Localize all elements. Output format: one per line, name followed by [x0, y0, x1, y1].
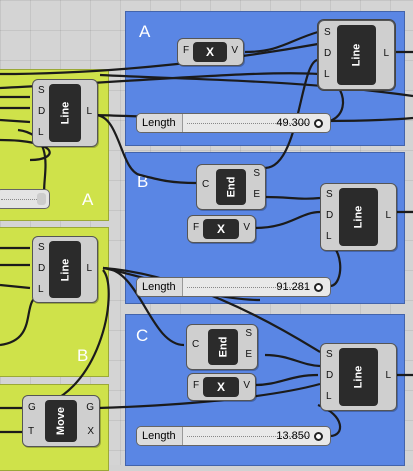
end-output-s[interactable]: S: [245, 328, 252, 339]
end-name: End: [217, 336, 229, 358]
line-input-d[interactable]: D: [38, 106, 46, 117]
line-core: Line: [339, 188, 378, 246]
line-input-s[interactable]: S: [326, 349, 333, 360]
slider-stub-left[interactable]: [0, 189, 50, 209]
line-core: Line: [339, 348, 378, 406]
line-output-l[interactable]: L: [86, 263, 92, 274]
line-input-l[interactable]: L: [38, 127, 44, 138]
move-input-t[interactable]: T: [28, 426, 35, 437]
expression-input-f[interactable]: F: [193, 380, 200, 391]
move-output-x[interactable]: X: [87, 426, 94, 437]
line-input-l[interactable]: L: [324, 69, 330, 80]
move-component[interactable]: G T Move G X: [22, 395, 100, 447]
slider-label: Length: [137, 278, 183, 296]
line-name: Line: [59, 258, 71, 281]
line-core: Line: [49, 84, 81, 142]
slider-track[interactable]: [187, 436, 308, 438]
expression-output-v[interactable]: V: [243, 222, 250, 233]
slider-knob[interactable]: [314, 283, 323, 292]
line-output-l[interactable]: L: [385, 210, 391, 221]
line-name: Line: [352, 205, 365, 229]
line-component-left-a[interactable]: S D L Line L: [32, 79, 98, 147]
move-input-g[interactable]: G: [28, 402, 36, 413]
length-slider-a[interactable]: Length 49.300: [136, 113, 331, 133]
end-output-e[interactable]: E: [253, 189, 260, 200]
slider-label: Length: [137, 427, 183, 445]
line-name: Line: [59, 101, 71, 125]
line-input-d[interactable]: D: [326, 370, 334, 381]
end-core: End: [216, 169, 246, 205]
expression-core: X: [203, 219, 239, 239]
expression-name: X: [216, 222, 225, 236]
slider-stub-end: [37, 193, 46, 205]
expression-output-v[interactable]: V: [243, 380, 250, 391]
slider-knob[interactable]: [314, 119, 323, 128]
line-input-s[interactable]: S: [326, 189, 333, 200]
end-output-e[interactable]: E: [245, 349, 252, 360]
expression-core: X: [193, 42, 227, 62]
expression-core: X: [203, 377, 239, 397]
line-component-c[interactable]: S D L Line L: [320, 343, 397, 411]
line-input-d[interactable]: D: [326, 210, 334, 221]
length-slider-b[interactable]: Length 91.281: [136, 277, 331, 297]
line-input-l[interactable]: L: [326, 231, 332, 242]
slider-track[interactable]: [1, 199, 39, 201]
slider-knob[interactable]: [314, 432, 323, 441]
line-name: Line: [352, 365, 365, 389]
group-blue-a-label: A: [139, 22, 151, 41]
slider-value: 13.850: [276, 430, 310, 442]
line-output-l[interactable]: L: [86, 106, 92, 117]
line-core: Line: [337, 25, 376, 85]
group-left-a-label: A: [82, 190, 94, 209]
end-input-c[interactable]: C: [202, 179, 210, 190]
move-output-g[interactable]: G: [86, 402, 94, 413]
expression-name: X: [216, 380, 225, 394]
line-input-s[interactable]: S: [324, 27, 331, 38]
end-core: End: [208, 329, 238, 365]
end-input-c[interactable]: C: [192, 339, 200, 350]
group-blue-c-label: C: [136, 326, 149, 345]
line-core: Line: [49, 241, 81, 298]
expression-component-b[interactable]: F X V: [187, 215, 256, 243]
end-component-c[interactable]: C End S E: [186, 324, 258, 370]
end-name: End: [225, 176, 237, 198]
line-component-a[interactable]: S D L Line L: [317, 19, 396, 91]
move-core: Move: [45, 400, 77, 442]
line-output-l[interactable]: L: [385, 370, 391, 381]
group-left-b-label: B: [77, 346, 89, 365]
line-component-left-b[interactable]: S D L Line L: [32, 236, 98, 303]
slider-track[interactable]: [187, 123, 308, 125]
expression-input-f[interactable]: F: [193, 222, 200, 233]
expression-name: X: [205, 45, 214, 59]
end-component-b[interactable]: C End S E: [196, 164, 266, 210]
line-input-d[interactable]: D: [38, 263, 46, 274]
line-input-d[interactable]: D: [324, 48, 332, 59]
expression-output-v[interactable]: V: [231, 45, 238, 56]
line-input-s[interactable]: S: [38, 85, 45, 96]
group-blue-b-label: B: [137, 172, 149, 191]
slider-value: 49.300: [276, 117, 310, 129]
line-input-s[interactable]: S: [38, 242, 45, 253]
expression-component-c[interactable]: F X V: [187, 373, 256, 401]
line-input-l[interactable]: L: [326, 391, 332, 402]
slider-track[interactable]: [187, 287, 308, 289]
length-slider-c[interactable]: Length 13.850: [136, 426, 331, 446]
line-component-b[interactable]: S D L Line L: [320, 183, 397, 251]
line-input-l[interactable]: L: [38, 284, 44, 295]
slider-value: 91.281: [276, 281, 310, 293]
slider-label: Length: [137, 114, 183, 132]
line-output-l[interactable]: L: [383, 48, 389, 59]
expression-component-a[interactable]: F X V: [177, 38, 244, 66]
line-name: Line: [350, 43, 363, 67]
expression-input-f[interactable]: F: [183, 45, 190, 56]
end-output-s[interactable]: S: [253, 168, 260, 179]
move-name: Move: [55, 406, 67, 436]
